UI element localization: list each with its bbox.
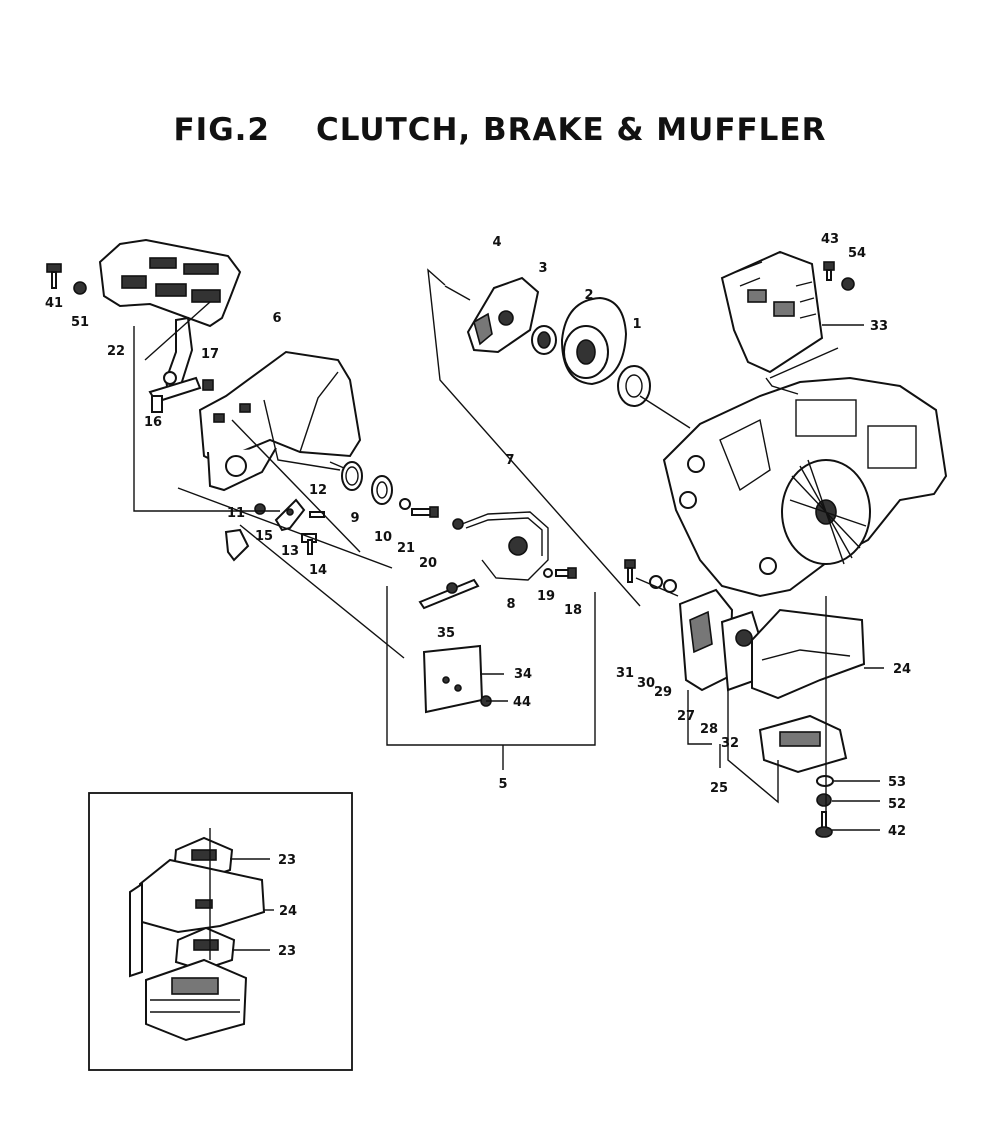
callout-27: 27 [677,709,695,724]
inset-callout-23-bottom: 23 [278,944,296,959]
gasket-32-part [758,714,848,774]
callout-3: 3 [538,261,547,276]
callout-11: 11 [227,506,245,521]
callout-42: 42 [888,824,906,839]
callout-17: 17 [201,347,219,362]
nut-52-part [816,793,832,807]
engine-housing-part [662,376,948,598]
nut-17-part [202,379,214,391]
callout-1: 1 [632,317,641,332]
callout-53: 53 [888,775,906,790]
bolt-41-part [46,263,62,289]
inset-gasket-23-bottom [174,926,236,972]
spring-9-part [329,461,363,491]
callout-19: 19 [537,589,555,604]
screen-28-part [720,610,762,692]
hand-guard-part [98,238,242,394]
figure-title: FIG.2 CLUTCH, BRAKE & MUFFLER [0,112,1000,148]
lever-13-part [274,498,306,532]
bolt-14-part [301,533,317,555]
callout-13: 13 [281,544,299,559]
bolt-42-part [815,811,833,838]
latch-11-part [224,528,250,562]
callout-51: 51 [71,315,89,330]
callout-4: 4 [492,235,501,250]
muffler-body-27-part [678,588,734,692]
callout-7: 7 [505,453,514,468]
bolt-18-part [555,567,577,579]
callout-10: 10 [374,530,392,545]
muffler-cover-24-part [751,608,866,700]
inset-cover-24 [129,858,266,978]
callout-22: 22 [107,344,125,359]
callout-44: 44 [513,695,531,710]
callouts: 1 2 3 4 5 6 7 8 9 10 11 12 13 14 15 16 1… [45,232,911,959]
nut-54-part [841,277,855,291]
callout-31: 31 [616,666,634,681]
callout-24: 24 [893,662,911,677]
callout-34: 34 [514,667,532,682]
washer-51-part [73,281,87,295]
callout-28: 28 [700,722,718,737]
bolt-43-part [823,261,835,281]
bolt-20-part [411,506,439,518]
callout-20: 20 [419,556,437,571]
clutch-cover-part [198,350,362,492]
part-10 [371,475,393,505]
callout-16: 16 [144,415,162,430]
clutch-shoe-4-part [466,276,540,354]
callout-5: 5 [498,777,507,792]
callout-41: 41 [45,296,63,311]
callout-54: 54 [848,246,866,261]
brake-band-7-part [452,511,549,581]
washer-53-part [816,775,834,787]
part-15 [254,503,266,515]
washer-19-part [543,568,553,578]
callout-33: 33 [870,319,888,334]
callout-35: 35 [437,626,455,641]
callout-8: 8 [506,597,515,612]
callout-43: 43 [821,232,839,247]
callout-30: 30 [637,676,655,691]
bolt-31-part [624,559,636,583]
washer-1-part [617,365,651,407]
clutch-drum-2-part [560,296,628,386]
callout-6: 6 [272,311,281,326]
washer-21-part [399,498,411,510]
cylinder-cover-33-part [720,250,824,374]
callout-32: 32 [721,736,739,751]
callout-9: 9 [350,511,359,526]
callout-18: 18 [564,603,582,618]
callout-2: 2 [584,288,593,303]
callout-21: 21 [397,541,415,556]
callout-12: 12 [309,483,327,498]
plate-34-part [422,644,484,714]
callout-29: 29 [654,685,672,700]
inset-callout-23-top: 23 [278,853,296,868]
pin-16-part [151,395,163,413]
callout-15: 15 [255,529,273,544]
callout-25: 25 [710,781,728,796]
leader-lines [133,268,884,831]
figure-number: FIG.2 [173,112,271,148]
callout-52: 52 [888,797,906,812]
inset-muffler [145,958,248,1042]
figure-caption: CLUTCH, BRAKE & MUFFLER [316,112,827,148]
callout-14: 14 [309,563,327,578]
pivot-8-part [508,536,528,556]
inset-callout-24: 24 [279,904,297,919]
needle-bearing-3-part [531,325,557,355]
inset-detail [88,792,353,1071]
rod-35-part [418,578,480,610]
